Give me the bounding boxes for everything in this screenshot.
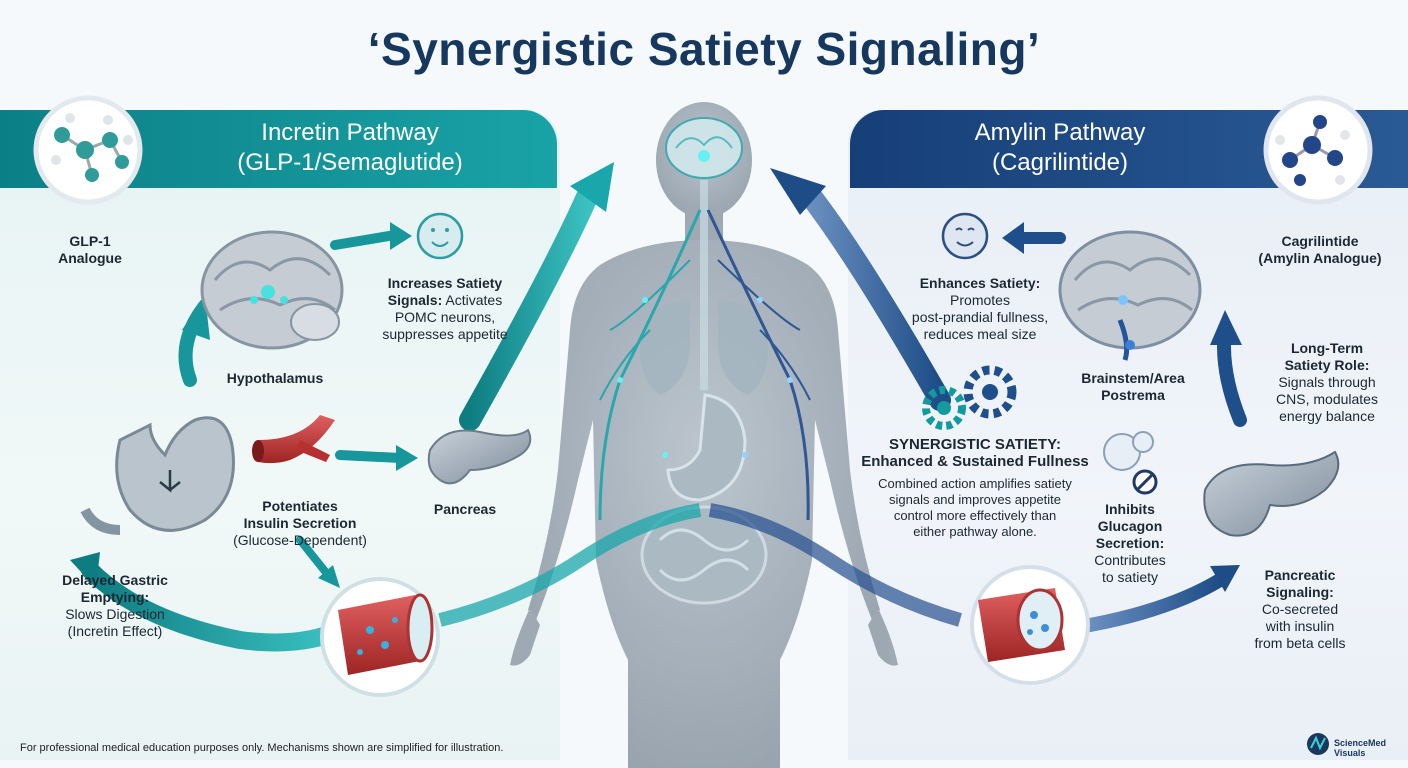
glucagon-desc-line2: to satiety — [1101, 569, 1159, 585]
insulin-title-line2: Insulin Secretion — [243, 515, 357, 531]
brainstem-brain — [1058, 230, 1202, 361]
blood-vessel-closeup-left — [320, 577, 440, 697]
enhances-satiety-text: Enhances Satiety: Promotes post-prandial… — [900, 275, 1060, 343]
increases-satiety-text: Increases Satiety Signals: Activates POM… — [370, 275, 520, 343]
incretin-subtitle: (GLP-1/Semaglutide) — [237, 149, 463, 176]
gastric-desc-line2: (Incretin Effect) — [67, 623, 163, 639]
long-term-satiety-text: Long-Term Satiety Role: Signals through … — [1262, 340, 1392, 425]
glucagon-inhibit-icon — [1103, 431, 1158, 495]
insulin-title-line1: Potentiates — [262, 498, 338, 514]
glp1-label-line1: GLP-1 — [69, 233, 111, 249]
incretin-header-text: Incretin Pathway (GLP-1/Semaglutide) — [190, 118, 510, 178]
glucagon-title-line1: Inhibits — [1105, 501, 1155, 517]
synergistic-satiety-text: SYNERGISTIC SATIETY: Enhanced & Sustaine… — [850, 436, 1100, 540]
sciencemed-logo-icon — [1307, 733, 1329, 755]
pancreatic-desc-line2: with insulin — [1265, 618, 1335, 634]
synergy-desc-line3: control more effectively than — [893, 508, 1057, 523]
hypothalamus-brain — [200, 230, 344, 350]
gastric-emptying-text: Delayed Gastric Emptying: Slows Digestio… — [45, 572, 185, 640]
cagri-label-line2: (Amylin Analogue) — [1258, 250, 1382, 266]
pancreas-organ — [427, 428, 532, 485]
hypothalamus-label: Hypothalamus — [226, 370, 324, 386]
logo-line2: Visuals — [1334, 748, 1366, 758]
satiety-desc-line4: suppresses appetite — [382, 326, 508, 342]
glucagon-desc-line1: Contributes — [1094, 552, 1166, 568]
longterm-desc-line1: Signals through — [1278, 374, 1376, 390]
glucagon-title-line2: Glucagon — [1097, 518, 1163, 534]
synergy-desc-line2: signals and improves appetite — [889, 492, 1061, 507]
pancreas-organ-right — [1203, 450, 1340, 537]
potentiates-insulin-text: Potentiates Insulin Secretion (Glucose-D… — [230, 498, 370, 549]
pancreatic-title-line1: Pancreatic — [1264, 567, 1336, 583]
logo-text: ScienceMed Visuals — [1334, 738, 1386, 758]
enhances-desc-line3: reduces meal size — [923, 326, 1037, 342]
synergy-desc-line4: either pathway alone. — [913, 524, 1037, 539]
human-body — [510, 102, 898, 768]
pancreatic-desc-line1: Co-secreted — [1261, 601, 1339, 617]
stomach-organ — [80, 416, 235, 535]
satisfied-face-icon — [941, 212, 989, 260]
pancreas-label: Pancreas — [433, 501, 497, 517]
incretin-title: Incretin Pathway — [261, 119, 439, 146]
satiety-desc-line3: POMC neurons, — [394, 309, 496, 325]
gears-icon — [922, 365, 1017, 430]
satiety-desc-line2: Activates — [445, 292, 503, 308]
longterm-desc-line3: energy balance — [1279, 408, 1375, 424]
satiety-title-line1: Increases Satiety — [387, 275, 503, 291]
footer-disclaimer: For professional medical education purpo… — [20, 742, 504, 754]
glp1-label-line2: Analogue — [58, 250, 122, 266]
glucagon-title-line3: Secretion: — [1095, 535, 1165, 551]
glp1-analogue-label: GLP-1 Analogue — [50, 233, 130, 267]
page-title: ‘Synergistic Satiety Signaling’ — [367, 23, 1041, 75]
enhances-title: Enhances Satiety: — [919, 275, 1041, 291]
amylin-title: Amylin Pathway — [974, 119, 1146, 146]
longterm-desc-line2: CNS, modulates — [1276, 391, 1378, 407]
pancreatic-title-line2: Signaling: — [1266, 584, 1334, 600]
inhibits-glucagon-text: Inhibits Glucagon Secretion: Contributes… — [1085, 501, 1175, 586]
synergy-title-line2: Enhanced & Sustained Fullness — [861, 453, 1089, 470]
cagri-label-line1: Cagrilintide — [1281, 233, 1359, 249]
gastric-title-line2: Emptying: — [80, 589, 150, 605]
enhances-desc-line1: Promotes — [950, 292, 1010, 308]
amylin-header-text: Amylin Pathway (Cagrilintide) — [900, 118, 1220, 178]
amylin-to-brain-arrow — [799, 184, 951, 411]
gastric-desc-line1: Slows Digestion — [65, 606, 165, 622]
cagrilintide-label: Cagrilintide (Amylin Analogue) — [1250, 233, 1390, 267]
incretin-to-brain-arrow — [459, 179, 601, 431]
pancreatic-signaling-text: Pancreatic Signaling: Co-secreted with i… — [1240, 567, 1360, 652]
synergy-desc-line1: Combined action amplifies satiety — [878, 476, 1072, 491]
brainstem-line2: Postrema — [1101, 387, 1165, 403]
enhances-desc-line2: post-prandial fullness, — [911, 309, 1049, 325]
insulin-desc: (Glucose-Dependent) — [233, 532, 367, 548]
synergy-title-line1: SYNERGISTIC SATIETY: — [889, 436, 1061, 453]
artery-vessel — [252, 415, 335, 464]
gastric-title-line1: Delayed Gastric — [62, 572, 168, 588]
pancreatic-desc-line3: from beta cells — [1254, 635, 1346, 651]
blood-vessel-closeup-right — [970, 565, 1090, 685]
longterm-title-line1: Long-Term — [1290, 340, 1364, 356]
amylin-subtitle: (Cagrilintide) — [991, 149, 1129, 176]
longterm-title-line2: Satiety Role: — [1284, 357, 1370, 373]
satiety-title-line2: Signals: — [387, 292, 443, 308]
brainstem-line1: Brainstem/Area — [1081, 370, 1185, 386]
brainstem-label: Brainstem/Area Postrema — [1068, 370, 1198, 404]
logo-line1: ScienceMed — [1334, 738, 1387, 748]
satiety-face-icon — [416, 212, 464, 260]
glp1-molecule-icon — [33, 95, 143, 205]
cagrilintide-molecule-icon — [1263, 95, 1373, 205]
